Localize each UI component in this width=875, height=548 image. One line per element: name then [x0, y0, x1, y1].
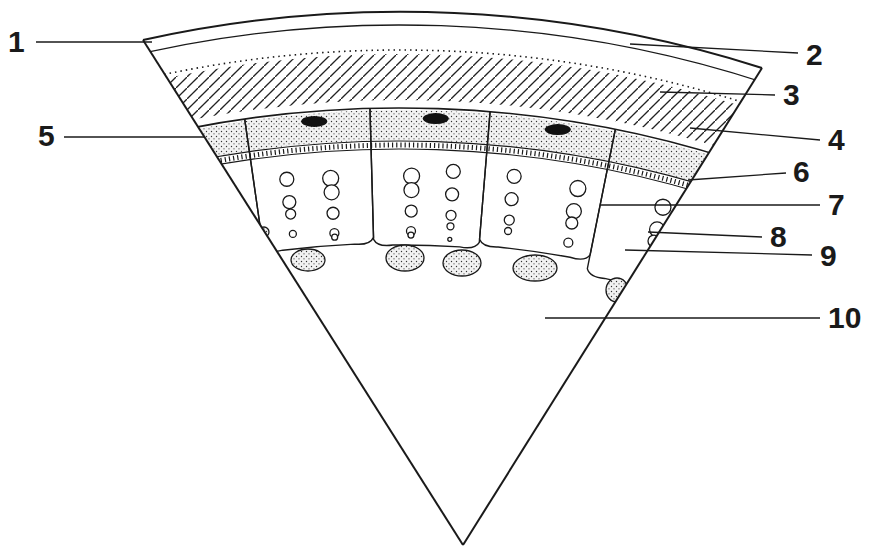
- cell-vacuole: [446, 188, 459, 201]
- callout-number: 8: [770, 222, 787, 252]
- cell-vacuole: [724, 262, 734, 272]
- callout-number: 7: [828, 190, 845, 220]
- cell-vacuole: [404, 183, 419, 198]
- leader-line: [64, 136, 205, 137]
- cell-vacuole: [289, 230, 296, 237]
- cell-vacuole: [719, 283, 726, 290]
- leader-line: [690, 128, 820, 140]
- outer-edge: [143, 12, 762, 68]
- callout-number: 4: [828, 125, 845, 155]
- cell-row-line: [26, 108, 846, 203]
- cell-vacuole: [447, 223, 454, 230]
- cell-vacuole: [324, 185, 339, 200]
- cell-vacuole: [570, 181, 586, 197]
- tissue-layers: [0, 25, 875, 328]
- ring-line: [40, 149, 829, 240]
- dark-nucleus: [301, 116, 327, 127]
- cell-vacuole: [332, 234, 338, 240]
- cell-vacuole: [446, 164, 460, 178]
- leader-line: [600, 204, 820, 205]
- wedge-edge: [463, 68, 762, 545]
- dark-nucleus: [423, 113, 449, 124]
- cell-vacuole: [405, 205, 417, 217]
- cell-wall: [370, 108, 490, 247]
- cell-vacuole: [280, 172, 294, 186]
- leader-line: [36, 41, 152, 42]
- cell-vacuole: [286, 209, 296, 219]
- callout-number: 9: [820, 241, 837, 271]
- leader-line: [545, 317, 820, 318]
- dark-nucleus: [545, 124, 571, 135]
- cell-vacuole: [137, 242, 149, 254]
- cell-wall: [480, 112, 616, 259]
- cell-wall: [77, 119, 262, 278]
- callout-number: 3: [783, 80, 800, 110]
- ring-line: [37, 141, 832, 233]
- cell-vacuole: [123, 198, 139, 214]
- vascular-bundle: [386, 245, 424, 271]
- stippled-row: [26, 110, 844, 232]
- vascular-bundle: [291, 249, 325, 271]
- cell-vacuole: [211, 206, 224, 219]
- callout-number: 6: [793, 157, 810, 187]
- cell-vacuole: [323, 170, 339, 186]
- vascular-bundle: [513, 255, 557, 281]
- cell-vacuole: [404, 168, 420, 184]
- dark-nucleus: [716, 164, 742, 175]
- cell-vacuole: [408, 232, 414, 238]
- leader-line: [660, 92, 775, 95]
- cell-vacuole: [643, 270, 649, 276]
- callout-number: 10: [828, 303, 861, 333]
- cell-vacuole: [130, 220, 145, 235]
- cell-vacuole: [564, 238, 573, 247]
- cell-vacuole: [644, 256, 653, 265]
- cell-vacuole: [655, 199, 671, 215]
- leader-line: [688, 173, 786, 180]
- cell-vacuole: [141, 254, 150, 263]
- cell-vacuole: [327, 207, 339, 219]
- leader-line: [648, 232, 762, 237]
- callout-number: 1: [8, 27, 25, 57]
- callout-number: 2: [806, 40, 823, 70]
- cell-vacuole: [566, 217, 578, 229]
- cell-vacuole: [505, 193, 518, 206]
- cell-vacuole: [220, 241, 227, 248]
- cell-vacuole: [566, 204, 581, 219]
- cell-vacuole: [504, 215, 514, 225]
- cell-vacuole: [734, 227, 748, 241]
- leader-lines: [36, 42, 820, 318]
- cell-vacuole: [507, 169, 521, 183]
- cell-vacuole: [283, 196, 296, 209]
- cell-vacuole: [448, 237, 452, 241]
- dark-nucleus: [158, 137, 184, 148]
- leader-line: [630, 44, 798, 53]
- callout-number: 5: [38, 121, 55, 151]
- cell-vacuole: [206, 183, 220, 197]
- vascular-bundle: [443, 250, 481, 276]
- cell-vacuole: [215, 220, 225, 230]
- ring-ticks: [38, 145, 830, 237]
- cell-vacuole: [505, 228, 512, 235]
- cell-vacuole: [719, 288, 723, 292]
- wedge-edge: [143, 40, 463, 545]
- cell-vacuole: [446, 210, 456, 220]
- cell-wall: [587, 129, 825, 327]
